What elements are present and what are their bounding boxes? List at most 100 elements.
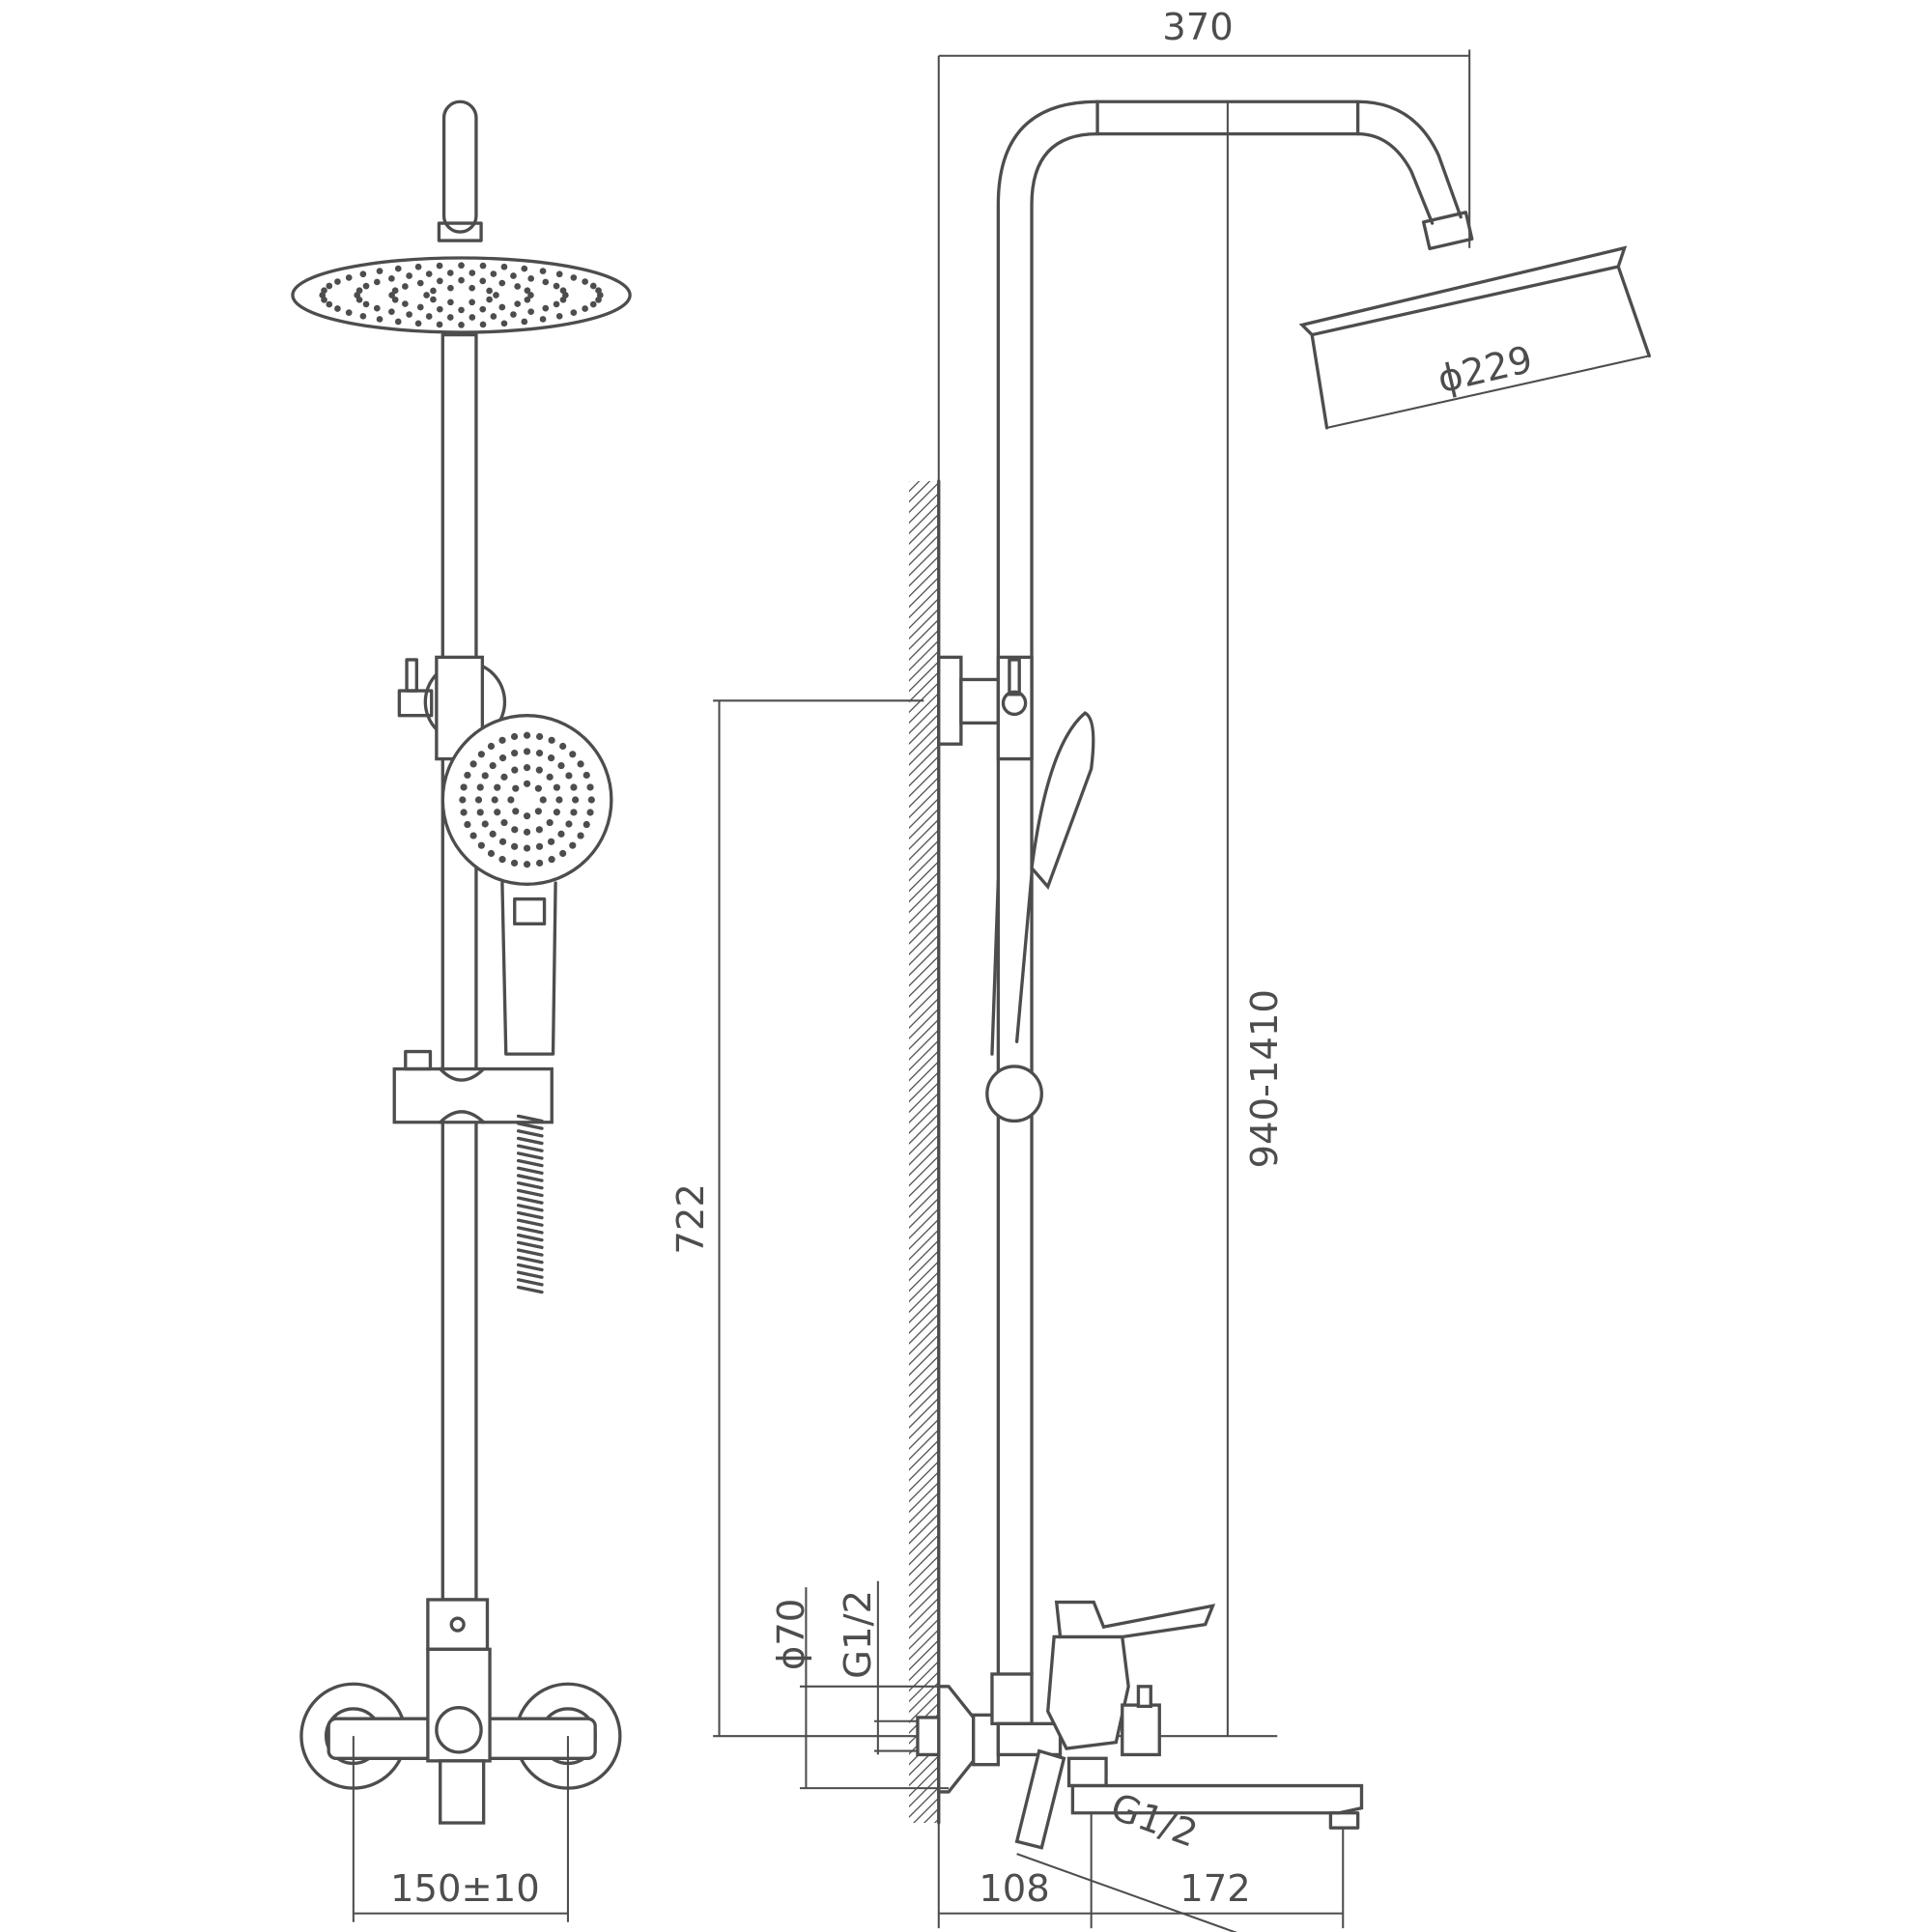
nozzle-dot: [359, 312, 367, 320]
nozzle-dot: [559, 849, 567, 858]
nozzle-dot: [546, 773, 554, 781]
nozzle-dot: [498, 754, 507, 762]
hose-coil: [516, 1180, 544, 1190]
hose-coil: [516, 1226, 544, 1235]
nozzle-dot: [500, 818, 508, 827]
nozzle-dot: [527, 275, 535, 282]
nozzle-dot: [376, 268, 384, 274]
nozzle-dot: [489, 830, 497, 838]
nozzle-dot: [577, 760, 584, 768]
nozzle-dot: [511, 766, 519, 774]
nozzle-dot: [555, 796, 563, 804]
hose-coil: [516, 1166, 544, 1176]
nozzle-dot: [553, 300, 560, 308]
nozzle-dot: [479, 277, 487, 285]
nozzle-dot: [477, 751, 485, 758]
hose-coil: [516, 1122, 544, 1130]
nozzle-dot: [523, 828, 531, 836]
hand-shower-nozzles: [459, 731, 595, 868]
nozzle-dot: [425, 270, 433, 277]
nozzle-dot: [477, 841, 485, 849]
nozzle-dot: [511, 826, 519, 834]
nozzle-dot: [464, 820, 471, 829]
nozzle-dot: [535, 842, 544, 850]
nozzle-dot: [498, 736, 506, 744]
slider-holder: [392, 1066, 554, 1124]
nozzle-dot: [464, 771, 471, 780]
nozzle-dot: [511, 750, 519, 757]
nozzle-dot: [486, 287, 493, 295]
dim-mixer-projection: 108: [979, 1867, 1050, 1911]
nozzle-dot: [416, 303, 424, 311]
nozzle-dot: [586, 783, 594, 791]
hose-outlet: [1014, 1748, 1066, 1850]
nozzle-dot: [388, 308, 395, 316]
nozzle-dot: [469, 832, 477, 839]
nozzle-dot: [510, 732, 519, 741]
nozzle-dot: [498, 279, 506, 287]
hose-coil: [516, 1114, 544, 1123]
nozzle-dot: [539, 268, 547, 274]
nozzle-dot: [510, 272, 517, 279]
nozzle-dot: [548, 838, 555, 845]
nozzle-dot: [548, 736, 555, 744]
nozzle-dot: [539, 316, 547, 323]
nozzle-dot: [565, 820, 573, 828]
nozzle-dot: [559, 742, 567, 751]
nozzle-dot: [388, 292, 395, 298]
nozzle-dot: [469, 298, 475, 306]
nozzle-dot: [570, 809, 578, 816]
rain-head-side: [1298, 245, 1628, 337]
nozzle-dot: [577, 832, 584, 839]
nozzle-dot: [523, 748, 531, 755]
bracket-lever: [405, 658, 418, 693]
nozzle-dot: [460, 783, 468, 791]
dim-wall-thread: G1/2: [837, 1590, 880, 1679]
nozzle-dot: [524, 287, 531, 295]
hose-coil: [516, 1233, 544, 1242]
nozzle-dot: [326, 300, 333, 308]
hose-coil: [516, 1285, 544, 1294]
dim-center-distance: 150±10: [390, 1867, 540, 1911]
nozzle-dot: [345, 309, 353, 316]
slider-knob-side: [985, 1065, 1043, 1123]
nozzle-dot: [546, 818, 554, 827]
nozzle-dot: [521, 265, 528, 272]
nozzle-dot: [523, 812, 531, 820]
nozzle-dot: [481, 772, 489, 780]
hose-coil: [516, 1278, 544, 1287]
nozzle-dot: [406, 311, 412, 318]
nozzle-dot: [406, 272, 412, 279]
nozzle-dot: [523, 731, 531, 739]
nozzle-dot: [523, 844, 531, 852]
nozzle-dot: [481, 820, 489, 828]
nozzle-dot: [447, 284, 454, 292]
nozzle-dot: [469, 270, 476, 276]
bracket-plate: [937, 655, 963, 746]
nozzle-dot: [321, 287, 327, 295]
nozzle-dot: [493, 292, 499, 298]
nozzle-dot: [510, 311, 517, 318]
hose-coil: [516, 1270, 544, 1279]
nozzle-dot: [446, 314, 454, 321]
nozzle-dot: [376, 316, 384, 323]
nozzle-dot: [527, 308, 535, 316]
nozzle-dot: [447, 298, 454, 306]
nozzle-dot: [430, 287, 437, 295]
nozzle-dot: [514, 300, 522, 307]
hand-shower-handle: [500, 881, 557, 1056]
hand-shower-side: [1030, 711, 1095, 891]
nozzle-dot: [534, 808, 542, 815]
hose-coil: [516, 1151, 544, 1160]
nozzle-dot: [391, 287, 399, 295]
nozzle-dot: [535, 859, 544, 867]
mixer-cartridge: [1046, 1634, 1130, 1750]
nozzle-dot: [479, 305, 487, 313]
rain-head-nozzles: [319, 262, 604, 328]
nozzle-dot: [416, 279, 424, 287]
mixer-outlet: [439, 1759, 486, 1825]
nozzle-dot: [459, 796, 467, 804]
dim-height-range: 940-1410: [1243, 989, 1287, 1168]
nozzle-dot: [394, 318, 402, 326]
nozzle-dot: [500, 263, 508, 270]
